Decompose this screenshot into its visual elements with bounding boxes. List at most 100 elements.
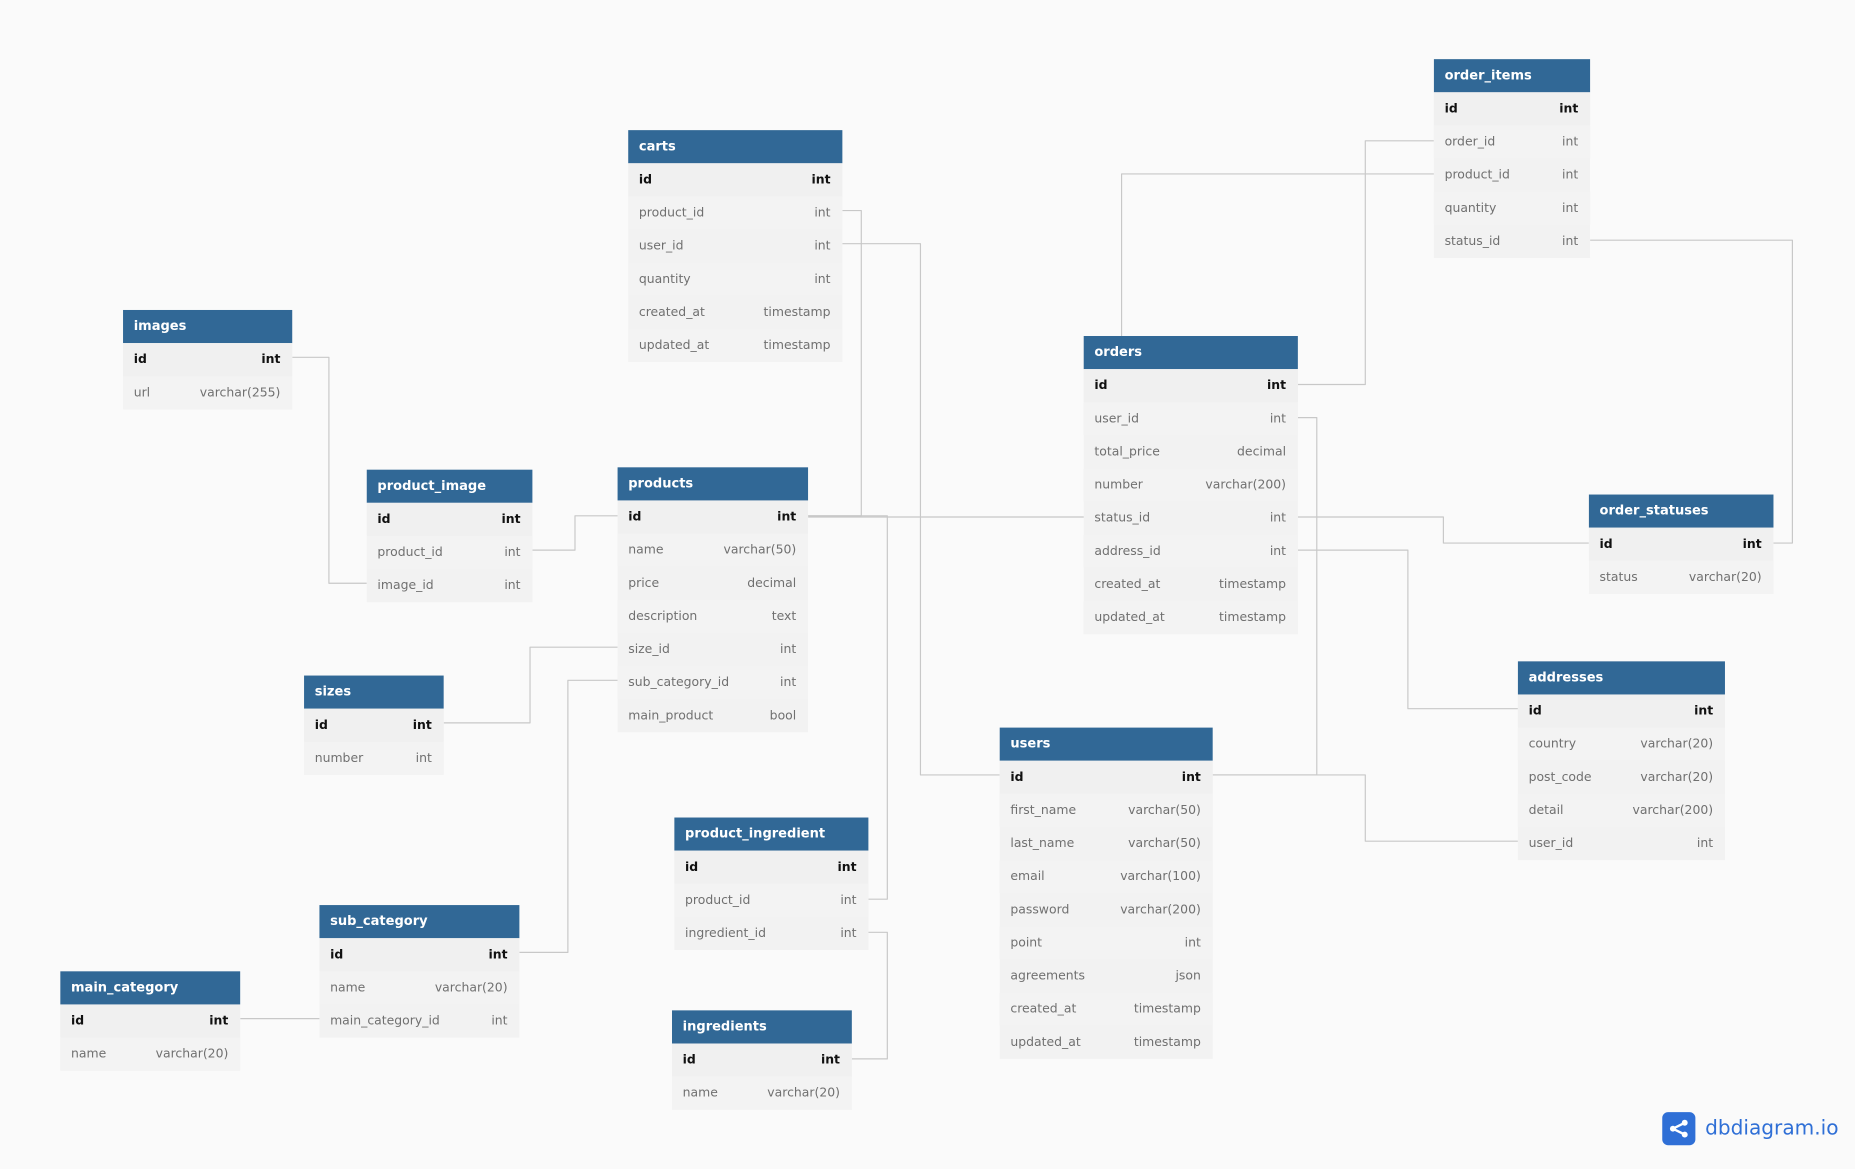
table-header[interactable]: addresses	[1517, 661, 1725, 695]
table-header[interactable]: main_category	[60, 971, 241, 1005]
relationship-line[interactable]	[1297, 516, 1589, 544]
table-header[interactable]: carts	[628, 130, 843, 164]
table-header[interactable]: product_ingredient	[674, 817, 869, 851]
relationship-line[interactable]	[808, 515, 888, 900]
table-header[interactable]: sub_category	[319, 905, 520, 939]
table-header[interactable]: products	[617, 467, 809, 501]
table-header[interactable]: sizes	[304, 675, 444, 709]
relationship-line[interactable]	[851, 931, 888, 1060]
brand-logo[interactable]: dbdiagram.io	[1662, 1112, 1839, 1146]
relationship-line[interactable]	[292, 356, 367, 584]
relationship-line[interactable]	[532, 515, 618, 551]
relationship-line[interactable]	[519, 679, 618, 953]
relationship-line[interactable]	[1297, 140, 1434, 386]
table-header[interactable]: product_image	[366, 469, 533, 503]
table-header[interactable]: ingredients	[672, 1010, 852, 1044]
table-header[interactable]: order_items	[1433, 59, 1591, 93]
relationship-line[interactable]	[1590, 239, 1793, 544]
table-header[interactable]: orders	[1083, 336, 1298, 370]
table-header[interactable]: images	[123, 309, 293, 344]
relationship-line[interactable]	[443, 646, 618, 724]
relationship-line[interactable]	[842, 243, 1000, 776]
relationship-line[interactable]	[1212, 774, 1518, 842]
relationship-line[interactable]	[1297, 549, 1518, 710]
table-header[interactable]: users	[999, 727, 1213, 761]
table-header[interactable]: order_statuses	[1588, 494, 1774, 528]
